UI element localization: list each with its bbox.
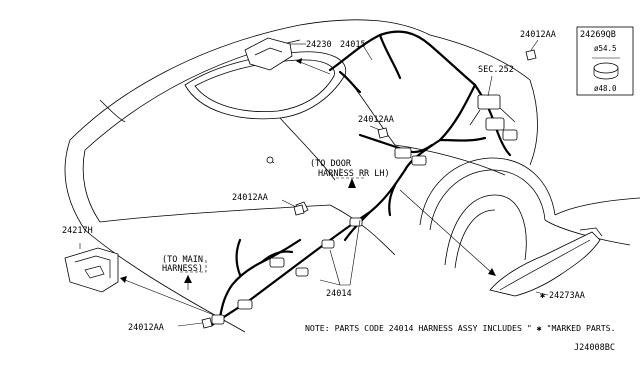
- diagram-id: J24008BC: [574, 343, 615, 353]
- leader-lines: [120, 39, 549, 327]
- car-body-outline: [64, 19, 640, 333]
- label-24230: 24230: [306, 40, 332, 50]
- clip-icons: [201, 49, 537, 329]
- part-24217H-bracket: [64, 243, 119, 293]
- label-24273AA-marker: ✱: [540, 291, 545, 301]
- part-labels: 24230 24015 24012AA SEC.252 24012AA (TO …: [62, 30, 617, 353]
- label-to-door-1: (TO DOOR: [310, 159, 352, 169]
- label-to-main-1: (TO MAIN: [162, 255, 203, 265]
- label-24012AA-bottom: 24012AA: [128, 323, 164, 333]
- label-24273AA: 24273AA: [549, 291, 585, 301]
- label-24012AA-mid-left: 24012AA: [232, 193, 268, 203]
- label-24014: 24014: [326, 289, 352, 299]
- note-text: NOTE: PARTS CODE 24014 HARNESS ASSY INCL…: [305, 323, 616, 333]
- label-to-door-2: HARNESS RR LH): [318, 169, 390, 179]
- part-24230-bracket: [244, 37, 306, 71]
- inset-dim-bottom: ø48.0: [594, 84, 617, 93]
- inset-part-number: 24269QB: [580, 30, 616, 40]
- label-24012AA-mid: 24012AA: [358, 115, 394, 125]
- inset-24269QB: [576, 26, 634, 96]
- label-sec-252: SEC.252: [478, 65, 514, 75]
- label-24015: 24015: [340, 40, 366, 50]
- label-to-main-2: HARNESS): [162, 264, 203, 274]
- harness-assembly: [210, 30, 518, 327]
- inset-dim-top: ø54.5: [594, 44, 617, 53]
- label-24217H: 24217H: [62, 226, 93, 236]
- part-24273AA-duct: [489, 227, 603, 297]
- label-24012AA-top-right: 24012AA: [520, 30, 556, 40]
